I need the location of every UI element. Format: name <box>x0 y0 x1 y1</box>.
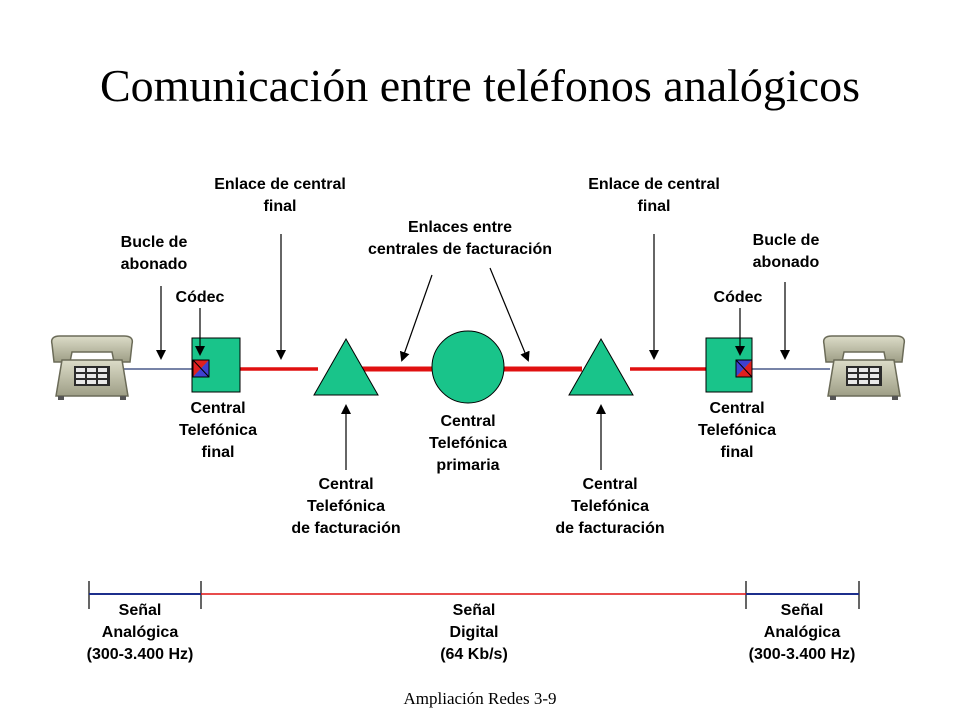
central-facturacion-right-node <box>568 337 634 396</box>
signal-analog-left: Señal Analógica (300-3.400 Hz) <box>86 602 194 663</box>
label-enlace-final-left: Enlace de central final <box>214 176 346 215</box>
signal-spans <box>88 581 860 609</box>
label-enlaces-entre-centrales: Enlaces entre centrales de facturación <box>367 219 553 258</box>
page-title: Comunicación entre teléfonos analógicos <box>99 60 861 111</box>
codec-icon <box>735 359 753 378</box>
label-codec-left: Códec <box>175 289 225 306</box>
label-central-facturacion-right: Central Telefónica de facturación <box>555 476 665 537</box>
label-central-final-left: Central Telefónica final <box>179 400 257 461</box>
label-central-final-right: Central Telefónica final <box>698 400 776 461</box>
pointer-arrows <box>156 234 790 470</box>
label-codec-right: Códec <box>713 289 763 306</box>
signal-digital: Señal Digital (64 Kb/s) <box>440 602 508 663</box>
telephone-icon <box>50 335 134 400</box>
label-central-facturacion-left: Central Telefónica de facturación <box>291 476 401 537</box>
label-bucle-left: Bucle de abonado <box>120 234 188 273</box>
footer-text: Ampliación Redes 3-9 <box>403 689 557 708</box>
codec-icon <box>192 359 210 378</box>
central-facturacion-left-node <box>313 337 379 396</box>
telephone-icon <box>822 335 906 400</box>
label-bucle-right: Bucle de abonado <box>752 232 820 271</box>
label-central-primaria: Central Telefónica primaria <box>429 413 507 474</box>
label-enlace-final-right: Enlace de central final <box>588 176 720 215</box>
signal-analog-right: Señal Analógica (300-3.400 Hz) <box>748 602 856 663</box>
central-primaria-node <box>431 330 505 404</box>
